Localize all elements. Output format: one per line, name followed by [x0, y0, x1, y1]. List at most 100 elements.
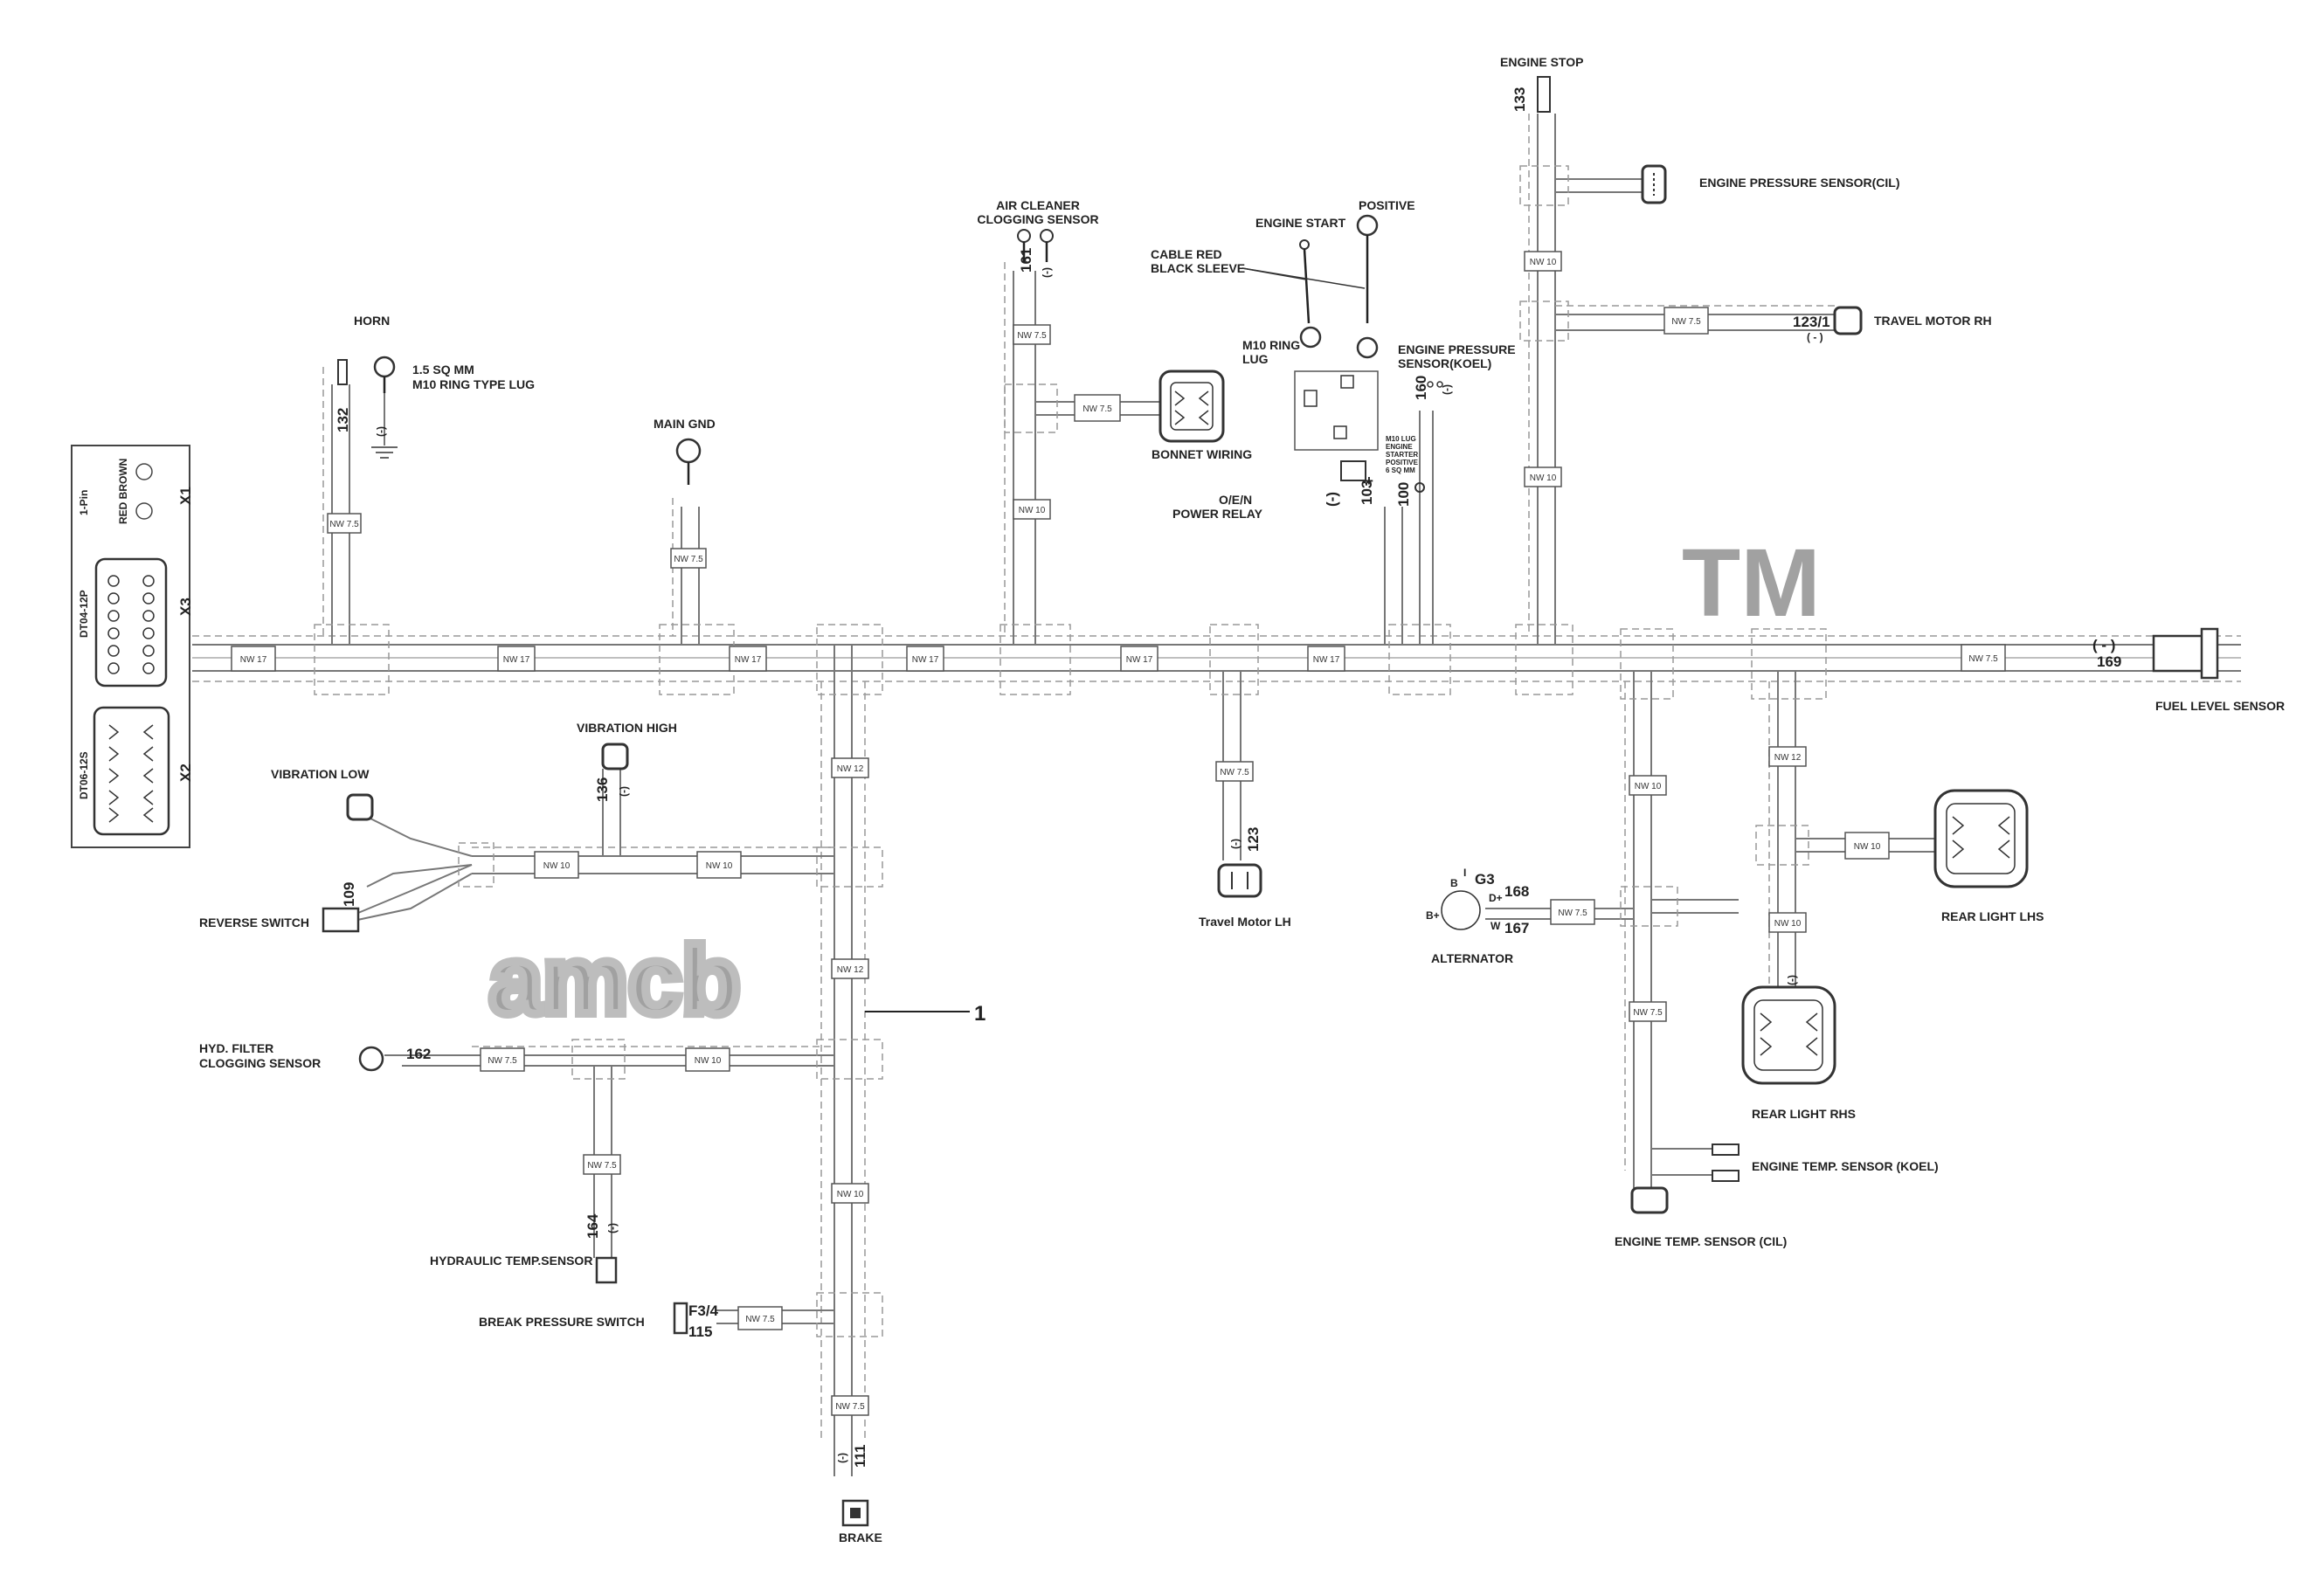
one-pin-label: 1-Pin: [78, 490, 90, 515]
red-brown-label: RED BROWN: [117, 459, 129, 524]
wire-polarity: (-): [1786, 975, 1798, 985]
wire-number-161: 161: [1018, 248, 1034, 273]
starter-label: M10 LUG: [1386, 435, 1416, 443]
sleeve-nw75: NW 7.5: [488, 1056, 517, 1066]
vibration-high-label: VIBRATION HIGH: [577, 721, 677, 735]
callout-number: 1: [974, 1002, 986, 1026]
wire-number-111: 111: [852, 1445, 868, 1468]
hydraulic-temp-label: HYDRAULIC TEMP.SENSOR: [430, 1254, 592, 1268]
sleeve-nw10: NW 10: [543, 861, 571, 871]
sleeve-nw17: NW 17: [912, 655, 939, 665]
travel-motor-rh-component: TRAVEL MOTOR RH 123/1 ( - ): [1793, 306, 1992, 343]
ring-lug-icon: [358, 1046, 384, 1072]
alternator-terminal-i: I: [1463, 867, 1466, 879]
ring-lug-icon: [1356, 214, 1379, 237]
engine-temp-koel-terminal-icon: [1712, 1170, 1739, 1182]
horn-terminal-icon: [337, 359, 348, 385]
brake-component: BRAKE 111 (-): [836, 1445, 882, 1545]
wire-polarity: (-): [1324, 492, 1340, 507]
main-gnd-label: MAIN GND: [654, 417, 716, 431]
sleeve-nw10: NW 10: [837, 1190, 864, 1199]
engine-pressure-cil-component: ENGINE PRESSURE SENSOR(CIL): [1641, 164, 1899, 204]
alternator-terminal-b: B: [1450, 877, 1458, 889]
lug-spec-1: 1.5 SQ MM: [412, 363, 474, 377]
fuel-level-connector-icon: [2152, 634, 2208, 673]
watermark-logo: amcb: [489, 927, 740, 1034]
rear-light-lhs-label: REAR LIGHT LHS: [1941, 909, 2044, 923]
sleeve-nw17: NW 17: [1313, 655, 1340, 665]
engine-pressure-koel-label: ENGINE PRESSURE: [1398, 342, 1516, 356]
sleeve-nw10: NW 10: [1530, 258, 1557, 267]
sleeve-nw75: NW 7.5: [1671, 317, 1701, 327]
engine-temp-sensors-component: ENGINE TEMP. SENSOR (KOEL) ENGINE TEMP. …: [1615, 1143, 1939, 1248]
hyd-filter-component: HYD. FILTER CLOGGING SENSOR 162: [199, 1041, 431, 1072]
sleeve-nw12: NW 12: [837, 764, 864, 774]
ring-lug-icon: [1427, 381, 1434, 388]
ring-lug-icon: [1299, 326, 1322, 349]
vibration-low-label: VIBRATION LOW: [271, 767, 370, 781]
watermark-tm: TM: [1682, 529, 1821, 637]
wire-number-164: 164: [584, 1213, 601, 1239]
wire-number-100: 100: [1395, 482, 1412, 507]
sleeve-nw75: NW 7.5: [1017, 331, 1047, 341]
engine-stop-terminal-icon: [1537, 76, 1551, 113]
wire-number-123: 123: [1245, 827, 1262, 852]
rear-light-lhs-connector-icon: [1933, 789, 2029, 888]
dt06-label: DT06-12S: [78, 751, 90, 799]
air-cleaner-label: CLOGGING SENSOR: [977, 212, 1098, 226]
wire-polarity: (-): [1229, 839, 1241, 849]
air-cleaner-component: AIR CLEANER CLOGGING SENSOR 161 (-): [977, 198, 1098, 278]
rear-light-rhs-label: REAR LIGHT RHS: [1752, 1107, 1856, 1121]
wire-number-168: 168: [1504, 883, 1529, 900]
ring-lug-icon: [373, 356, 396, 378]
power-relay-component: O/E/N POWER RELAY (-) + 103 100: [1172, 370, 1425, 521]
wire-number-133: 133: [1511, 87, 1528, 112]
ring-lug-icon: [1040, 229, 1054, 243]
sleeve-nw75: NW 7.5: [1220, 768, 1249, 777]
hydraulic-temp-component: HYDRAULIC TEMP.SENSOR 164 (-): [430, 1213, 619, 1284]
sleeve-nw75: NW 7.5: [674, 555, 703, 564]
break-pressure-component: BREAK PRESSURE SWITCH F3/4 115: [479, 1302, 719, 1340]
ring-lug-icon: [1356, 336, 1379, 359]
junction-boxes: [314, 165, 1827, 1337]
sleeve-nw10: NW 10: [1019, 506, 1046, 515]
engine-start-label: ENGINE START: [1255, 216, 1346, 230]
sleeve-nw75: NW 7.5: [329, 520, 359, 529]
vibration-high-connector-icon: [601, 743, 629, 770]
starter-label: STARTER: [1386, 451, 1418, 459]
engine-pressure-koel-component: ENGINE PRESSURE SENSOR(KOEL) 160 (-) M10…: [1386, 342, 1516, 474]
dt06-connector-icon: [93, 706, 170, 836]
wire-number-160: 160: [1413, 376, 1429, 400]
hydraulic-temp-connector-icon: [595, 1256, 618, 1284]
pin-circle-icon: [135, 502, 153, 520]
wire-polarity: (-): [1441, 384, 1453, 395]
sleeve-nw12: NW 12: [1774, 753, 1802, 763]
engine-stop-component: ENGINE STOP 133: [1500, 55, 1583, 113]
break-pressure-connector-icon: [673, 1302, 688, 1335]
sleeve-nw17: NW 17: [503, 655, 530, 665]
sleeve-nw17: NW 17: [735, 655, 762, 665]
fuel-level-sensor-label: FUEL LEVEL SENSOR: [2155, 699, 2285, 713]
fuel-level-sensor-component: ( - ) 169 FUEL LEVEL SENSOR: [2092, 627, 2285, 713]
ring-lug-icon: [1414, 482, 1425, 493]
callout-1: 1: [865, 1002, 986, 1026]
ring-lug-icon: [1017, 229, 1031, 243]
alternator-icon: [1441, 890, 1481, 930]
travel-motor-rh-label: TRAVEL MOTOR RH: [1874, 314, 1992, 328]
engine-temp-koel-terminal-icon: [1712, 1143, 1739, 1156]
engine-pressure-koel-label: SENSOR(KOEL): [1398, 356, 1491, 370]
sleeve-labels: NW 17 NW 17 NW 17 NW 17 NW 17 NW 17 NW 7…: [231, 251, 2006, 1416]
main-connector-block: 1-Pin RED BROWN X1 DT04-12P X3 DT06-12S …: [71, 445, 194, 848]
sleeve-nw10: NW 10: [706, 861, 733, 871]
x3-label: X3: [177, 598, 194, 616]
ring-lug-icon: [675, 438, 702, 464]
hyd-filter-label: CLOGGING SENSOR: [199, 1056, 321, 1070]
starter-label: 6 SQ MM: [1386, 466, 1415, 474]
sleeve-nw75: NW 7.5: [1968, 654, 1998, 664]
alternator-terminal-w: W: [1490, 920, 1501, 932]
rear-light-rhs-component: (-) REAR LIGHT RHS: [1741, 975, 1856, 1121]
wire-number-123-1: 123/1: [1793, 314, 1830, 330]
wire-polarity: ( - ): [1807, 331, 1823, 343]
plus-sign: +: [1365, 473, 1373, 489]
